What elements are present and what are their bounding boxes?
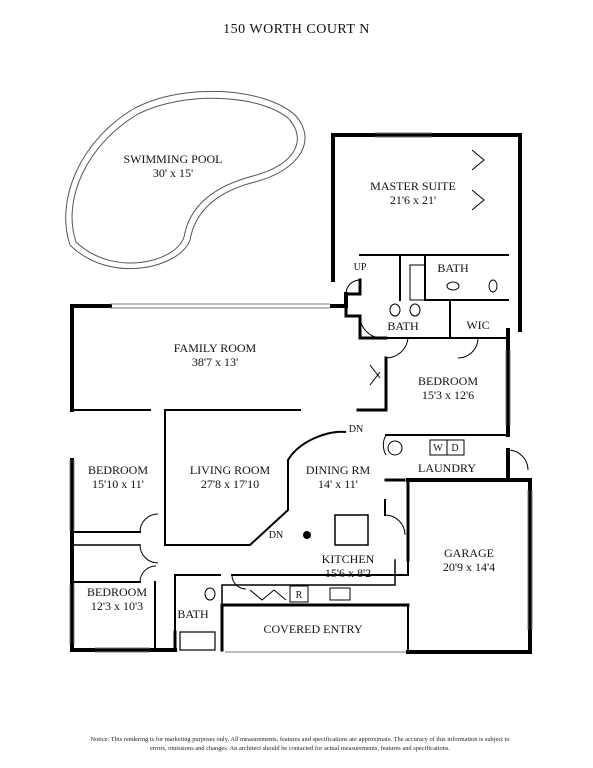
master-suite-name: MASTER SUITE <box>370 179 456 193</box>
dining-room-name: DINING RM <box>306 463 371 477</box>
windows <box>69 132 533 653</box>
master-bath-label: BATH <box>437 261 469 275</box>
closet-doors <box>471 149 485 211</box>
fridge-label: R <box>296 590 303 601</box>
fixtures <box>204 264 498 603</box>
family-room-size: 38'7 x 13' <box>192 355 238 369</box>
door-swings <box>139 279 529 601</box>
mid-bath-label: BATH <box>387 319 419 333</box>
stairs-down-label-top: DN <box>349 424 363 435</box>
bedroom-west-size: 15'10 x 11' <box>92 477 144 491</box>
garage-size: 20'9 x 14'4 <box>443 560 495 574</box>
bedroom-sw-size: 12'3 x 10'3 <box>91 599 143 613</box>
dining-room-size: 14' x 11' <box>318 477 358 491</box>
stairs-up-label: UP <box>354 262 367 273</box>
living-room-size: 27'8 x 17'10 <box>201 477 259 491</box>
pool-size: 30' x 15' <box>153 166 193 180</box>
bedroom-east-name: BEDROOM <box>418 374 478 388</box>
disclaimer-notice: Notice: This rendering is for marketing … <box>90 736 510 752</box>
living-room-name: LIVING ROOM <box>190 463 271 477</box>
master-suite-size: 21'6 x 21' <box>390 193 436 207</box>
stairs-down-label-bottom: DN <box>269 530 283 541</box>
bedroom-east-size: 15'3 x 12'6 <box>422 388 474 402</box>
wic-label: WIC <box>466 318 489 332</box>
page-title: 150 WORTH COURT N <box>223 22 370 37</box>
dryer-label: D <box>451 443 458 454</box>
bedroom-sw-name: BEDROOM <box>87 585 147 599</box>
washer-label: W <box>433 443 443 454</box>
bath-sw-label: BATH <box>177 607 209 621</box>
column-marker <box>303 531 311 539</box>
swimming-pool <box>65 90 306 269</box>
kitchen-name: KITCHEN <box>322 552 375 566</box>
laundry-label: LAUNDRY <box>418 461 476 475</box>
kitchen-size: 15'6 x 8'2 <box>325 566 371 580</box>
walls <box>70 133 532 654</box>
pool-name: SWIMMING POOL <box>124 152 223 166</box>
family-room-name: FAMILY ROOM <box>174 341 257 355</box>
garage-name: GARAGE <box>444 546 494 560</box>
bedroom-west-name: BEDROOM <box>88 463 148 477</box>
covered-entry-label: COVERED ENTRY <box>264 622 363 636</box>
